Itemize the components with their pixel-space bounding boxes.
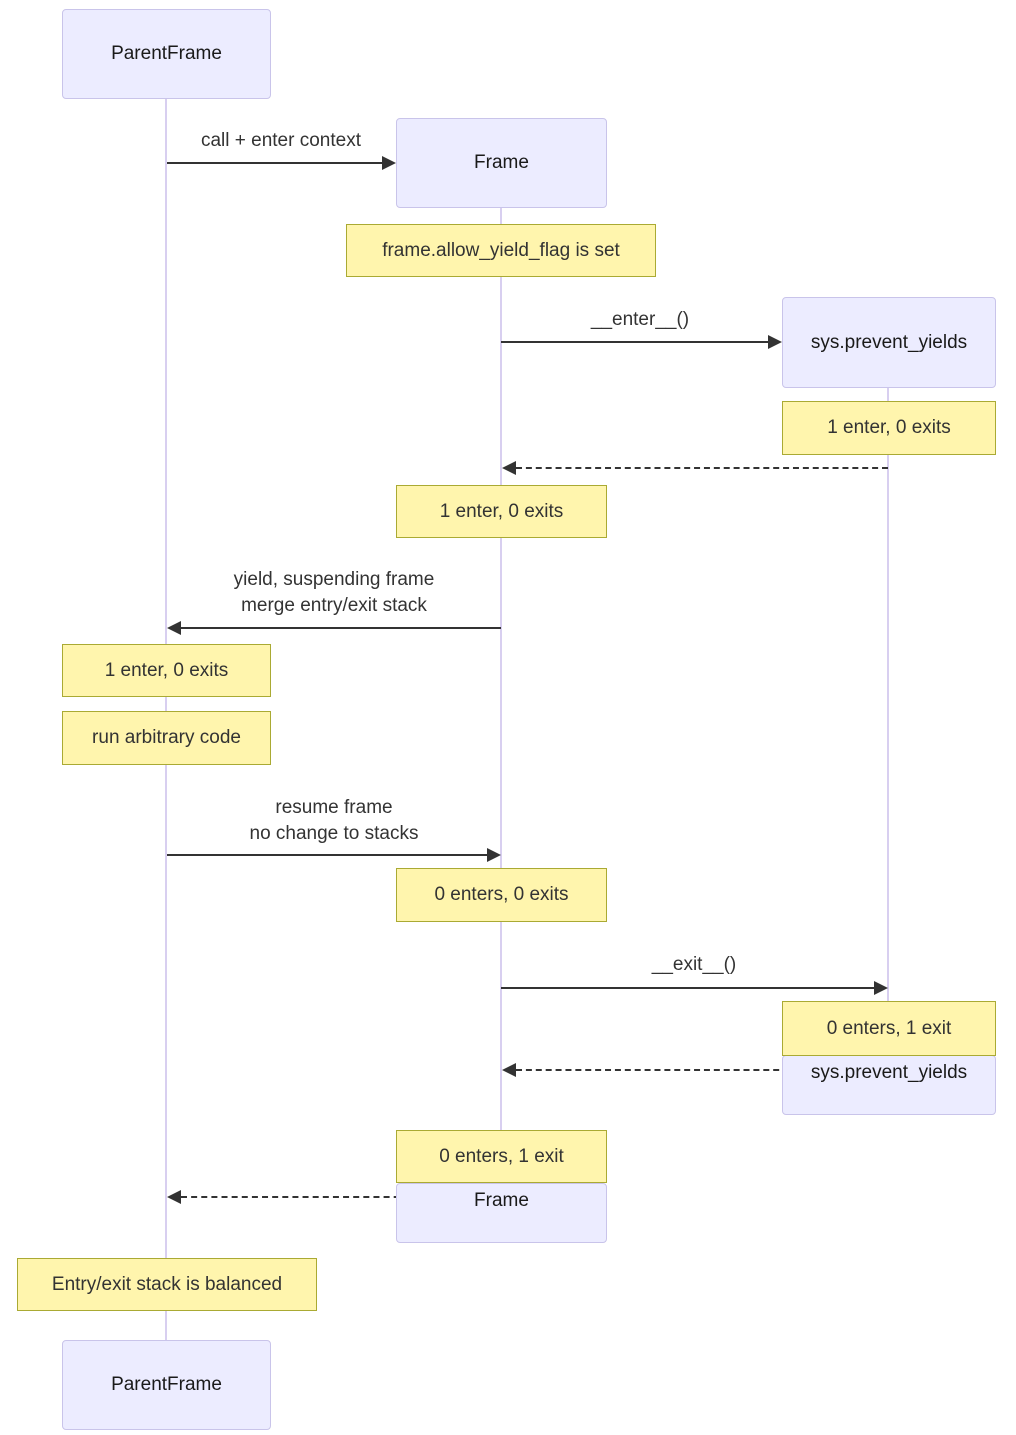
message-label-resume-line2: no change to stacks: [249, 823, 419, 844]
note-sys-after-exit: 0 enters, 1 exit: [782, 1001, 996, 1056]
actor-top-frame: Frame: [396, 118, 607, 208]
actor-bottom-parentframe: ParentFrame: [62, 1340, 271, 1430]
arrowhead-final-return: [167, 1190, 181, 1204]
message-line-enter-return: [516, 467, 888, 469]
arrowhead-exit-return: [502, 1063, 516, 1077]
actor-bottom-frame: Frame: [396, 1183, 607, 1243]
message-label-resume-line1: resume frame: [275, 797, 393, 818]
note-frame-after-resume: 0 enters, 0 exits: [396, 868, 607, 922]
message-line-call: [167, 162, 383, 164]
arrowhead-exit: [874, 981, 888, 995]
arrowhead-yield: [167, 621, 181, 635]
note-sys-after-enter: 1 enter, 0 exits: [782, 401, 996, 455]
arrowhead-call: [382, 156, 396, 170]
message-label-yield-line1: yield, suspending frame: [233, 569, 435, 590]
message-label-call: call + enter context: [200, 130, 361, 151]
arrowhead-enter: [768, 335, 782, 349]
message-line-enter: [501, 341, 769, 343]
lifeline-sys-prevent-yields: [887, 388, 889, 1056]
actor-top-parentframe: ParentFrame: [62, 9, 271, 99]
note-frame-after-exit: 0 enters, 1 exit: [396, 1130, 607, 1183]
message-line-yield: [181, 627, 501, 629]
note-allow-yield-flag: frame.allow_yield_flag is set: [346, 224, 656, 277]
note-parent-after-yield: 1 enter, 0 exits: [62, 644, 271, 697]
arrowhead-enter-return: [502, 461, 516, 475]
message-label-exit: __exit__(): [651, 954, 737, 975]
message-label-yield-line2: merge entry/exit stack: [241, 595, 427, 616]
note-frame-after-enter: 1 enter, 0 exits: [396, 485, 607, 538]
arrowhead-resume: [487, 848, 501, 862]
message-label-enter: __enter__(): [590, 309, 690, 330]
note-balanced: Entry/exit stack is balanced: [17, 1258, 317, 1311]
actor-top-sys-prevent-yields: sys.prevent_yields: [782, 297, 996, 388]
message-line-final-return: [181, 1196, 501, 1198]
lifeline-frame: [500, 208, 502, 1183]
note-run-arbitrary-code: run arbitrary code: [62, 711, 271, 765]
message-line-resume: [167, 854, 488, 856]
message-line-exit-return: [516, 1069, 888, 1071]
message-line-exit: [501, 987, 875, 989]
actor-bottom-sys-prevent-yields: sys.prevent_yields: [782, 1055, 996, 1115]
